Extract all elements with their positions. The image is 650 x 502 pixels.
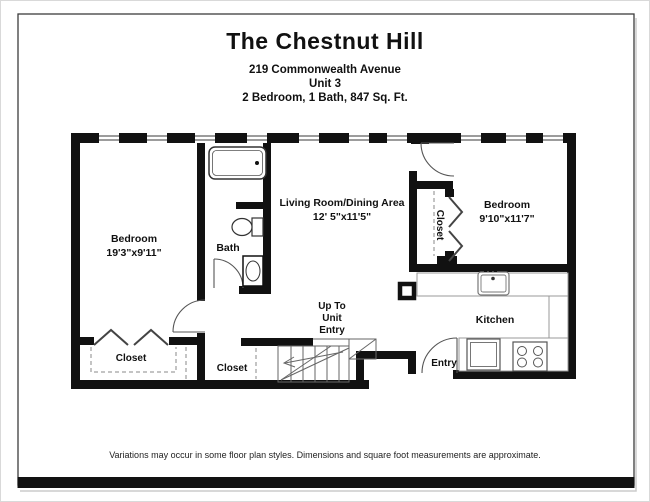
closet-right-label: Closet xyxy=(434,210,445,241)
bath-west-wall xyxy=(197,141,205,301)
bath-east-wall xyxy=(263,141,271,294)
bath-label: Bath xyxy=(216,242,239,254)
bath-sink xyxy=(242,255,264,287)
walls xyxy=(71,133,576,389)
stair-arrow-head xyxy=(282,356,296,368)
title-block: The Chestnut Hill 219 Commonwealth Avenu… xyxy=(1,28,649,105)
stairs-label-2: Unit xyxy=(322,313,342,324)
bedroom-left-door xyxy=(172,299,206,333)
bedroom-right-dims: 9'10"x11'7" xyxy=(479,213,534,225)
bedroom-right-south-wall xyxy=(409,264,576,272)
closet-left-label: Closet xyxy=(116,353,147,364)
disclaimer: Variations may occur in some floor plan … xyxy=(109,450,541,460)
kitchen-fixtures xyxy=(397,269,569,372)
closet-left-bifold-2 xyxy=(133,328,169,346)
closet-dashed-lines xyxy=(90,191,435,379)
closet-middle-label: Closet xyxy=(217,363,248,374)
dishwasher xyxy=(466,338,501,371)
bedroom-right-west-wall xyxy=(409,171,417,272)
closet-left-bifold-1 xyxy=(93,328,129,346)
bedroom-right-door xyxy=(420,142,455,177)
burner xyxy=(517,346,527,356)
stove xyxy=(512,341,548,372)
living-room-label: Living Room/Dining Area xyxy=(279,197,404,209)
stairs-label-3: Entry xyxy=(319,325,345,336)
tub-faucet xyxy=(255,161,259,165)
burner xyxy=(533,357,543,368)
frame-bottom-bar xyxy=(17,477,635,488)
closet-right-bifold-1 xyxy=(448,196,464,228)
sink-faucet xyxy=(491,276,495,281)
kitchen-label: Kitchen xyxy=(476,314,515,326)
address-line: 219 Commonwealth Avenue xyxy=(249,64,401,76)
bedroom-right-label: Bedroom xyxy=(484,199,530,211)
windows xyxy=(99,133,563,143)
bathtub xyxy=(208,146,267,180)
burner xyxy=(533,346,543,356)
building-name: The Chestnut Hill xyxy=(226,28,424,54)
burner xyxy=(517,357,527,368)
doors xyxy=(172,142,458,374)
stairs-label-1: Up To xyxy=(318,301,346,312)
stair-direction-line xyxy=(284,351,344,364)
room-labels: Bedroom 19'3"x9'11" Bath Living Room/Din… xyxy=(106,197,534,374)
staircase xyxy=(277,338,377,383)
page-frame xyxy=(17,13,637,492)
bedroom-left-label: Bedroom xyxy=(111,233,157,245)
column xyxy=(397,281,417,301)
bifold-doors xyxy=(93,196,464,346)
toilet xyxy=(231,217,264,237)
closet-right-bifold-2 xyxy=(448,230,464,262)
kitchen-sink xyxy=(477,269,510,296)
summary-line: 2 Bedroom, 1 Bath, 847 Sq. Ft. xyxy=(242,91,408,104)
bedroom-left-dims: 19'3"x9'11" xyxy=(106,247,161,259)
unit-line: Unit 3 xyxy=(309,77,341,90)
entry-label: Entry xyxy=(431,358,457,369)
living-room-dims: 12' 5"x11'5" xyxy=(313,211,371,223)
bath-fixtures xyxy=(208,146,267,287)
entry-door xyxy=(421,337,458,374)
